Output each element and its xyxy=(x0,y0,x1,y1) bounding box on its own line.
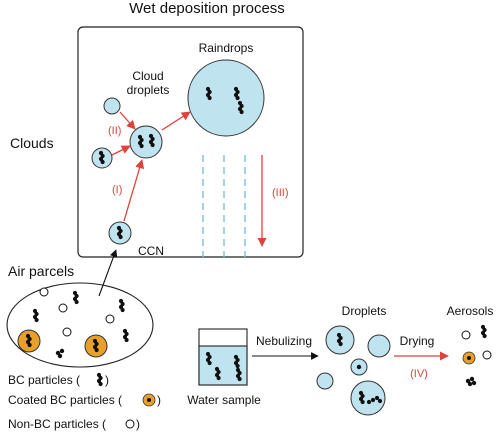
nebulizing-label: Nebulizing xyxy=(256,334,312,348)
legend-paren: ) xyxy=(157,393,161,407)
non-bc-particle xyxy=(125,419,135,429)
bc-chain xyxy=(366,395,383,405)
arrow-coalesce-2 xyxy=(111,145,131,156)
arrow-growth xyxy=(161,111,191,131)
non-bc-particle xyxy=(62,327,72,337)
water-sample-beaker xyxy=(198,328,248,386)
cloud-droplets-label-line1: Cloud xyxy=(132,69,163,83)
cloud-box xyxy=(77,26,304,258)
water-sample-label: Water sample xyxy=(187,393,261,407)
legend-nonbc-label: Non-BC particles ( xyxy=(8,417,106,431)
drying-label: Drying xyxy=(400,334,435,348)
raindrop xyxy=(187,59,265,137)
droplets-label: Droplets xyxy=(342,304,387,318)
cloud-droplet-empty xyxy=(103,97,121,115)
arrow-coalesce-1 xyxy=(119,111,136,130)
diagram-title: Wet deposition process xyxy=(129,0,285,17)
legend-bc-label: BC particles ( xyxy=(8,373,80,387)
non-bc-particle xyxy=(461,330,471,340)
cloud-droplets-label-line2: droplets xyxy=(127,83,170,97)
non-bc-particle xyxy=(482,350,492,360)
bc-cluster xyxy=(55,348,65,359)
droplet xyxy=(316,372,334,390)
bc-particle xyxy=(96,372,103,387)
step-4-label: (IV) xyxy=(410,368,428,380)
air-parcels-label: Air parcels xyxy=(8,263,74,279)
raindrops-label: Raindrops xyxy=(199,41,254,55)
legend-paren: ) xyxy=(105,373,109,387)
non-bc-particle xyxy=(105,314,115,324)
legend-coated-label: Coated BC particles ( xyxy=(8,393,122,407)
bc-cluster xyxy=(465,376,477,387)
aerosols-label: Aerosols xyxy=(447,304,494,318)
cloud-droplet-merged xyxy=(129,125,163,159)
clouds-label: Clouds xyxy=(10,135,54,151)
arrow-activation xyxy=(123,159,145,222)
step-1-label: (I) xyxy=(112,184,122,196)
ccn-label: CCN xyxy=(138,244,164,258)
arrow-uplift xyxy=(98,249,118,297)
step-2-label: (II) xyxy=(108,125,121,137)
droplet xyxy=(350,380,386,416)
step-3-label: (III) xyxy=(272,187,289,199)
legend-paren: ) xyxy=(136,417,140,431)
droplet xyxy=(367,334,391,358)
bc-particle xyxy=(480,324,487,339)
legend: BC particles ( ) Coated BC particles ( )… xyxy=(8,372,161,431)
non-bc-particle xyxy=(58,303,68,313)
air-parcel xyxy=(6,282,154,368)
non-bc-particle xyxy=(39,287,49,297)
